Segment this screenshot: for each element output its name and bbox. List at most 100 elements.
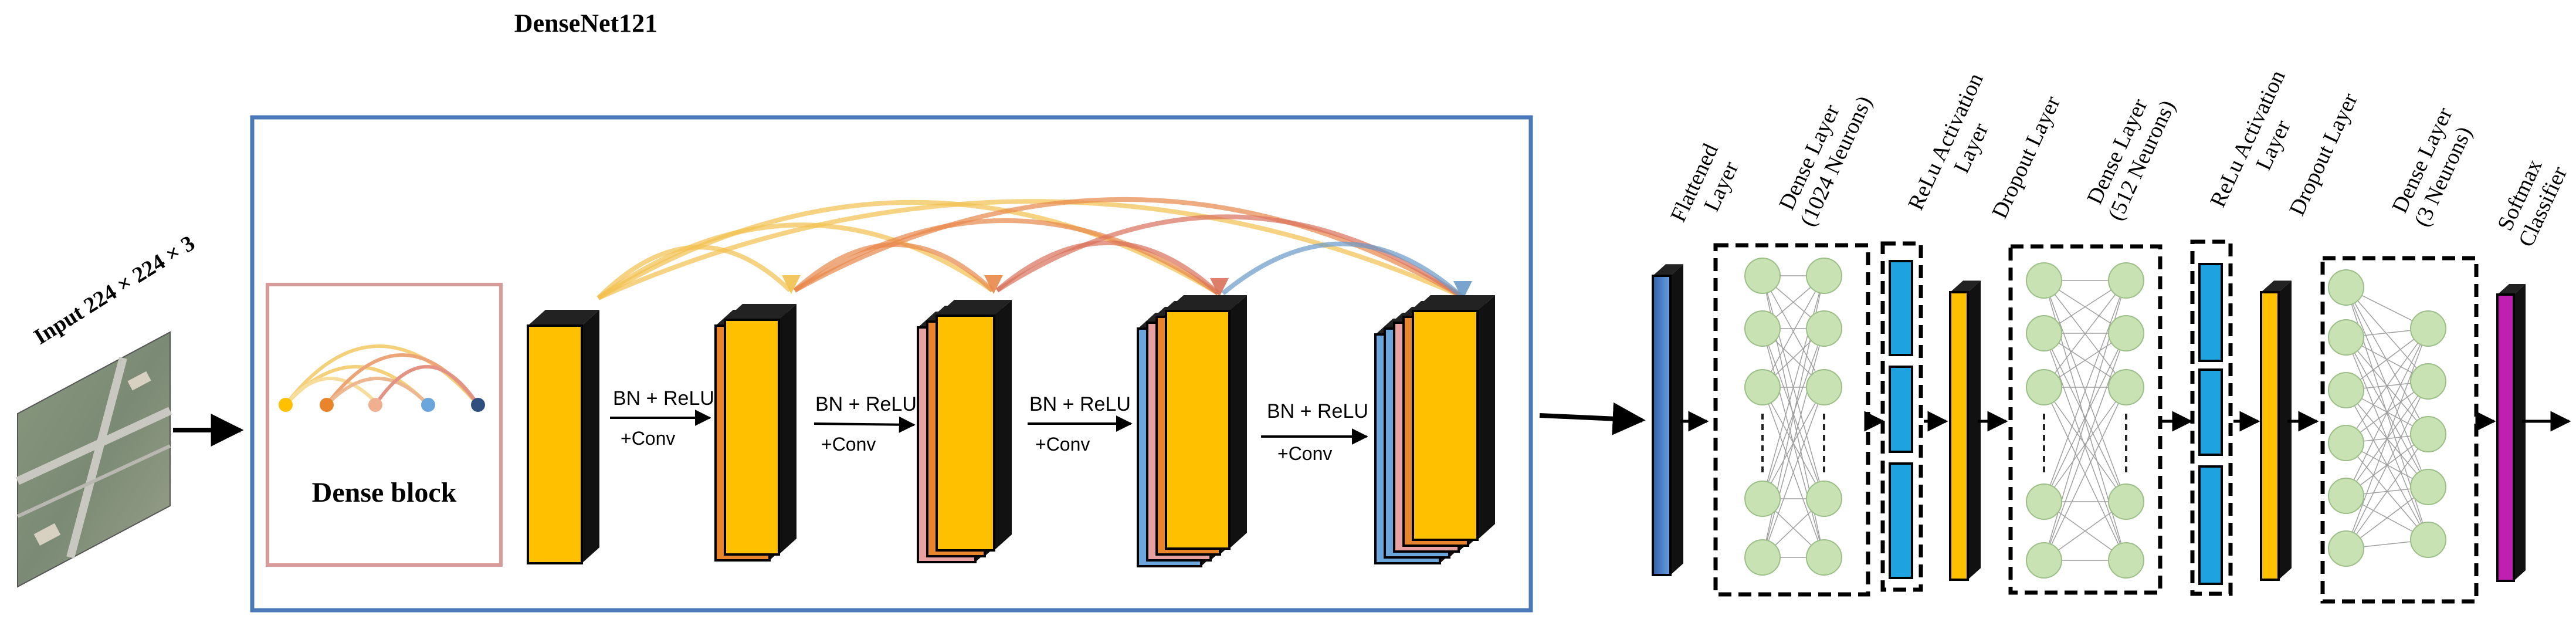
neuron xyxy=(2410,416,2446,452)
dense-connection-arc xyxy=(597,199,1463,300)
neuron xyxy=(2108,369,2144,405)
feature-stack-2 xyxy=(714,304,796,562)
feature-stack-1 xyxy=(527,310,599,564)
dense-connection-arc xyxy=(793,242,994,292)
dense-512-neurons xyxy=(2026,262,2144,579)
transition-op-label: BN + ReLU xyxy=(815,393,917,415)
transition-conv-label: +Conv xyxy=(621,428,675,449)
diagram-title: DenseNet121 xyxy=(514,9,657,38)
neuron xyxy=(1744,310,1781,347)
dense-arrowhead xyxy=(1210,278,1229,297)
relu-1-box xyxy=(1880,241,1923,592)
label-dense3: Dense Layer (3 Neurons) xyxy=(2387,103,2477,230)
neuron xyxy=(2108,315,2144,351)
neuron xyxy=(2328,372,2364,408)
dense-block: Dense block xyxy=(266,283,503,567)
feature-map xyxy=(1165,295,1247,550)
transition-arrow xyxy=(814,416,916,433)
dense-512-box xyxy=(2008,244,2163,595)
neuron xyxy=(1744,481,1781,517)
connection xyxy=(1762,328,1825,558)
transition-3: BN + ReLU +Conv xyxy=(1028,393,1133,455)
feature-map xyxy=(936,300,1012,552)
neuron xyxy=(2108,262,2144,299)
connection xyxy=(2345,434,2429,549)
dense-block-arcs xyxy=(284,344,480,407)
connection xyxy=(2345,381,2429,549)
input-label: Input 224 × 224 × 3 xyxy=(30,231,199,349)
flattened-layer-bar xyxy=(1652,264,1683,576)
densenet-frame xyxy=(250,115,1533,613)
relu-unit xyxy=(1889,260,1913,356)
connection xyxy=(2043,387,2127,502)
head-layer-labels: Flattened Layer Dense Layer (1024 Neuron… xyxy=(1666,66,2572,251)
neuron xyxy=(2026,369,2062,405)
neuron xyxy=(2108,483,2144,520)
connection xyxy=(2043,333,2127,561)
transition-conv-label: +Conv xyxy=(1277,443,1332,464)
neuron xyxy=(1744,258,1781,294)
neuron xyxy=(1806,369,1842,405)
label-softmax: Softmax Classifier xyxy=(2493,155,2572,251)
label-dropout2: Dropout Layer xyxy=(2284,89,2363,219)
dense-connection-arc xyxy=(793,218,1220,296)
relu-unit xyxy=(1889,462,1913,579)
dense-node xyxy=(320,398,334,412)
svg-text:Dropout Layer: Dropout Layer xyxy=(2284,89,2363,219)
dense-node xyxy=(421,398,435,412)
neuron xyxy=(2026,542,2062,579)
connection xyxy=(2345,328,2429,549)
dense-arrowhead xyxy=(1453,281,1472,300)
neuron xyxy=(1806,258,1842,294)
dense-arrowhead xyxy=(984,275,1003,294)
transition-conv-label: +Conv xyxy=(821,434,876,455)
neuron xyxy=(1744,539,1781,576)
transition-1: BN + ReLU +Conv xyxy=(610,387,714,449)
neuron xyxy=(2328,478,2364,514)
feature-stack-5 xyxy=(1374,295,1495,564)
label-flatten: Flattened Layer xyxy=(1666,140,1743,226)
neuron xyxy=(2026,262,2062,299)
classifier-head xyxy=(1652,239,2571,604)
connection xyxy=(1762,387,1825,558)
neuron xyxy=(2026,315,2062,351)
neuron xyxy=(2410,310,2446,347)
neuron xyxy=(2410,363,2446,400)
neuron xyxy=(2328,269,2364,306)
dense-1024-box xyxy=(1713,243,1870,597)
dense-block-label: Dense block xyxy=(312,477,457,508)
transition-op-label: BN + ReLU xyxy=(1267,400,1368,422)
dense-node xyxy=(368,398,382,412)
dense-connection-arc xyxy=(794,197,1463,299)
neuron xyxy=(2328,425,2364,461)
feature-map xyxy=(527,310,599,564)
dense-connection-arc xyxy=(995,214,1463,299)
transition-conv-label: +Conv xyxy=(1035,434,1090,455)
neuron xyxy=(2410,522,2446,558)
connection xyxy=(2345,328,2429,496)
feature-map xyxy=(724,304,796,556)
neuron xyxy=(1806,481,1842,517)
label-dense1024: Dense Layer (1024 Neurons) xyxy=(1774,92,1877,230)
transition-2: BN + ReLU +Conv xyxy=(814,393,917,455)
input-aerial-image xyxy=(16,331,172,588)
connection xyxy=(1762,328,1825,499)
dropout-2-bar xyxy=(2260,280,2292,581)
dense-connection-arc xyxy=(995,240,1220,295)
relu-2-box xyxy=(2190,239,2233,596)
dropout-1-bar xyxy=(1949,280,1981,581)
neuron xyxy=(2026,483,2062,520)
connection xyxy=(2043,333,2127,502)
connection xyxy=(2043,280,2127,502)
feature-stack-3 xyxy=(917,300,1012,563)
neuron xyxy=(2328,530,2364,567)
dense-node xyxy=(471,398,485,412)
label-dropout1: Dropout Layer xyxy=(1987,92,2065,222)
dense-connection-arc xyxy=(596,245,792,300)
connection xyxy=(2043,280,2127,388)
softmax-bar xyxy=(2496,284,2526,582)
dense-connection-arcs xyxy=(596,197,1472,300)
relu-unit xyxy=(2198,368,2223,456)
relu-unit xyxy=(1889,366,1913,453)
